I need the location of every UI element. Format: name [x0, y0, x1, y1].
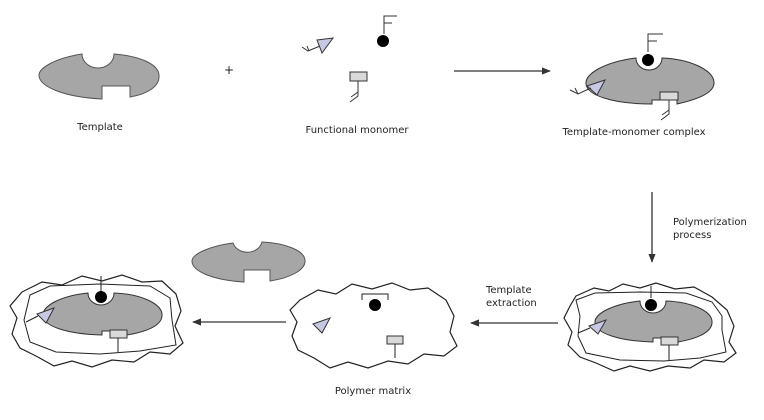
- extraction-label-line2: extraction: [486, 298, 537, 309]
- polymer-matrix-label: Polymer matrix: [335, 386, 411, 397]
- monomer-ball-icon: [377, 15, 397, 47]
- polymer-matrix-shape: [289, 282, 458, 369]
- polymerization-label-line2: process: [673, 230, 711, 241]
- template-shape: [38, 53, 160, 100]
- complex-shape: [569, 33, 715, 121]
- functional-monomer-group: [301, 15, 397, 103]
- monomer-triangle-icon: [301, 37, 335, 55]
- plus-sign: +: [224, 63, 234, 77]
- functional-monomer-label: Functional monomer: [306, 125, 410, 136]
- template-label: Template: [76, 122, 123, 133]
- monomer-square-icon: [349, 71, 368, 103]
- rebound-polymer-shape: [9, 274, 184, 368]
- released-template-shape: [191, 241, 306, 283]
- complex-label: Template-monomer complex: [561, 127, 705, 138]
- imprinted-polymer-shape: [563, 282, 737, 372]
- extraction-label-line1: Template: [485, 285, 532, 296]
- polymerization-label-line1: Polymerization: [673, 217, 747, 228]
